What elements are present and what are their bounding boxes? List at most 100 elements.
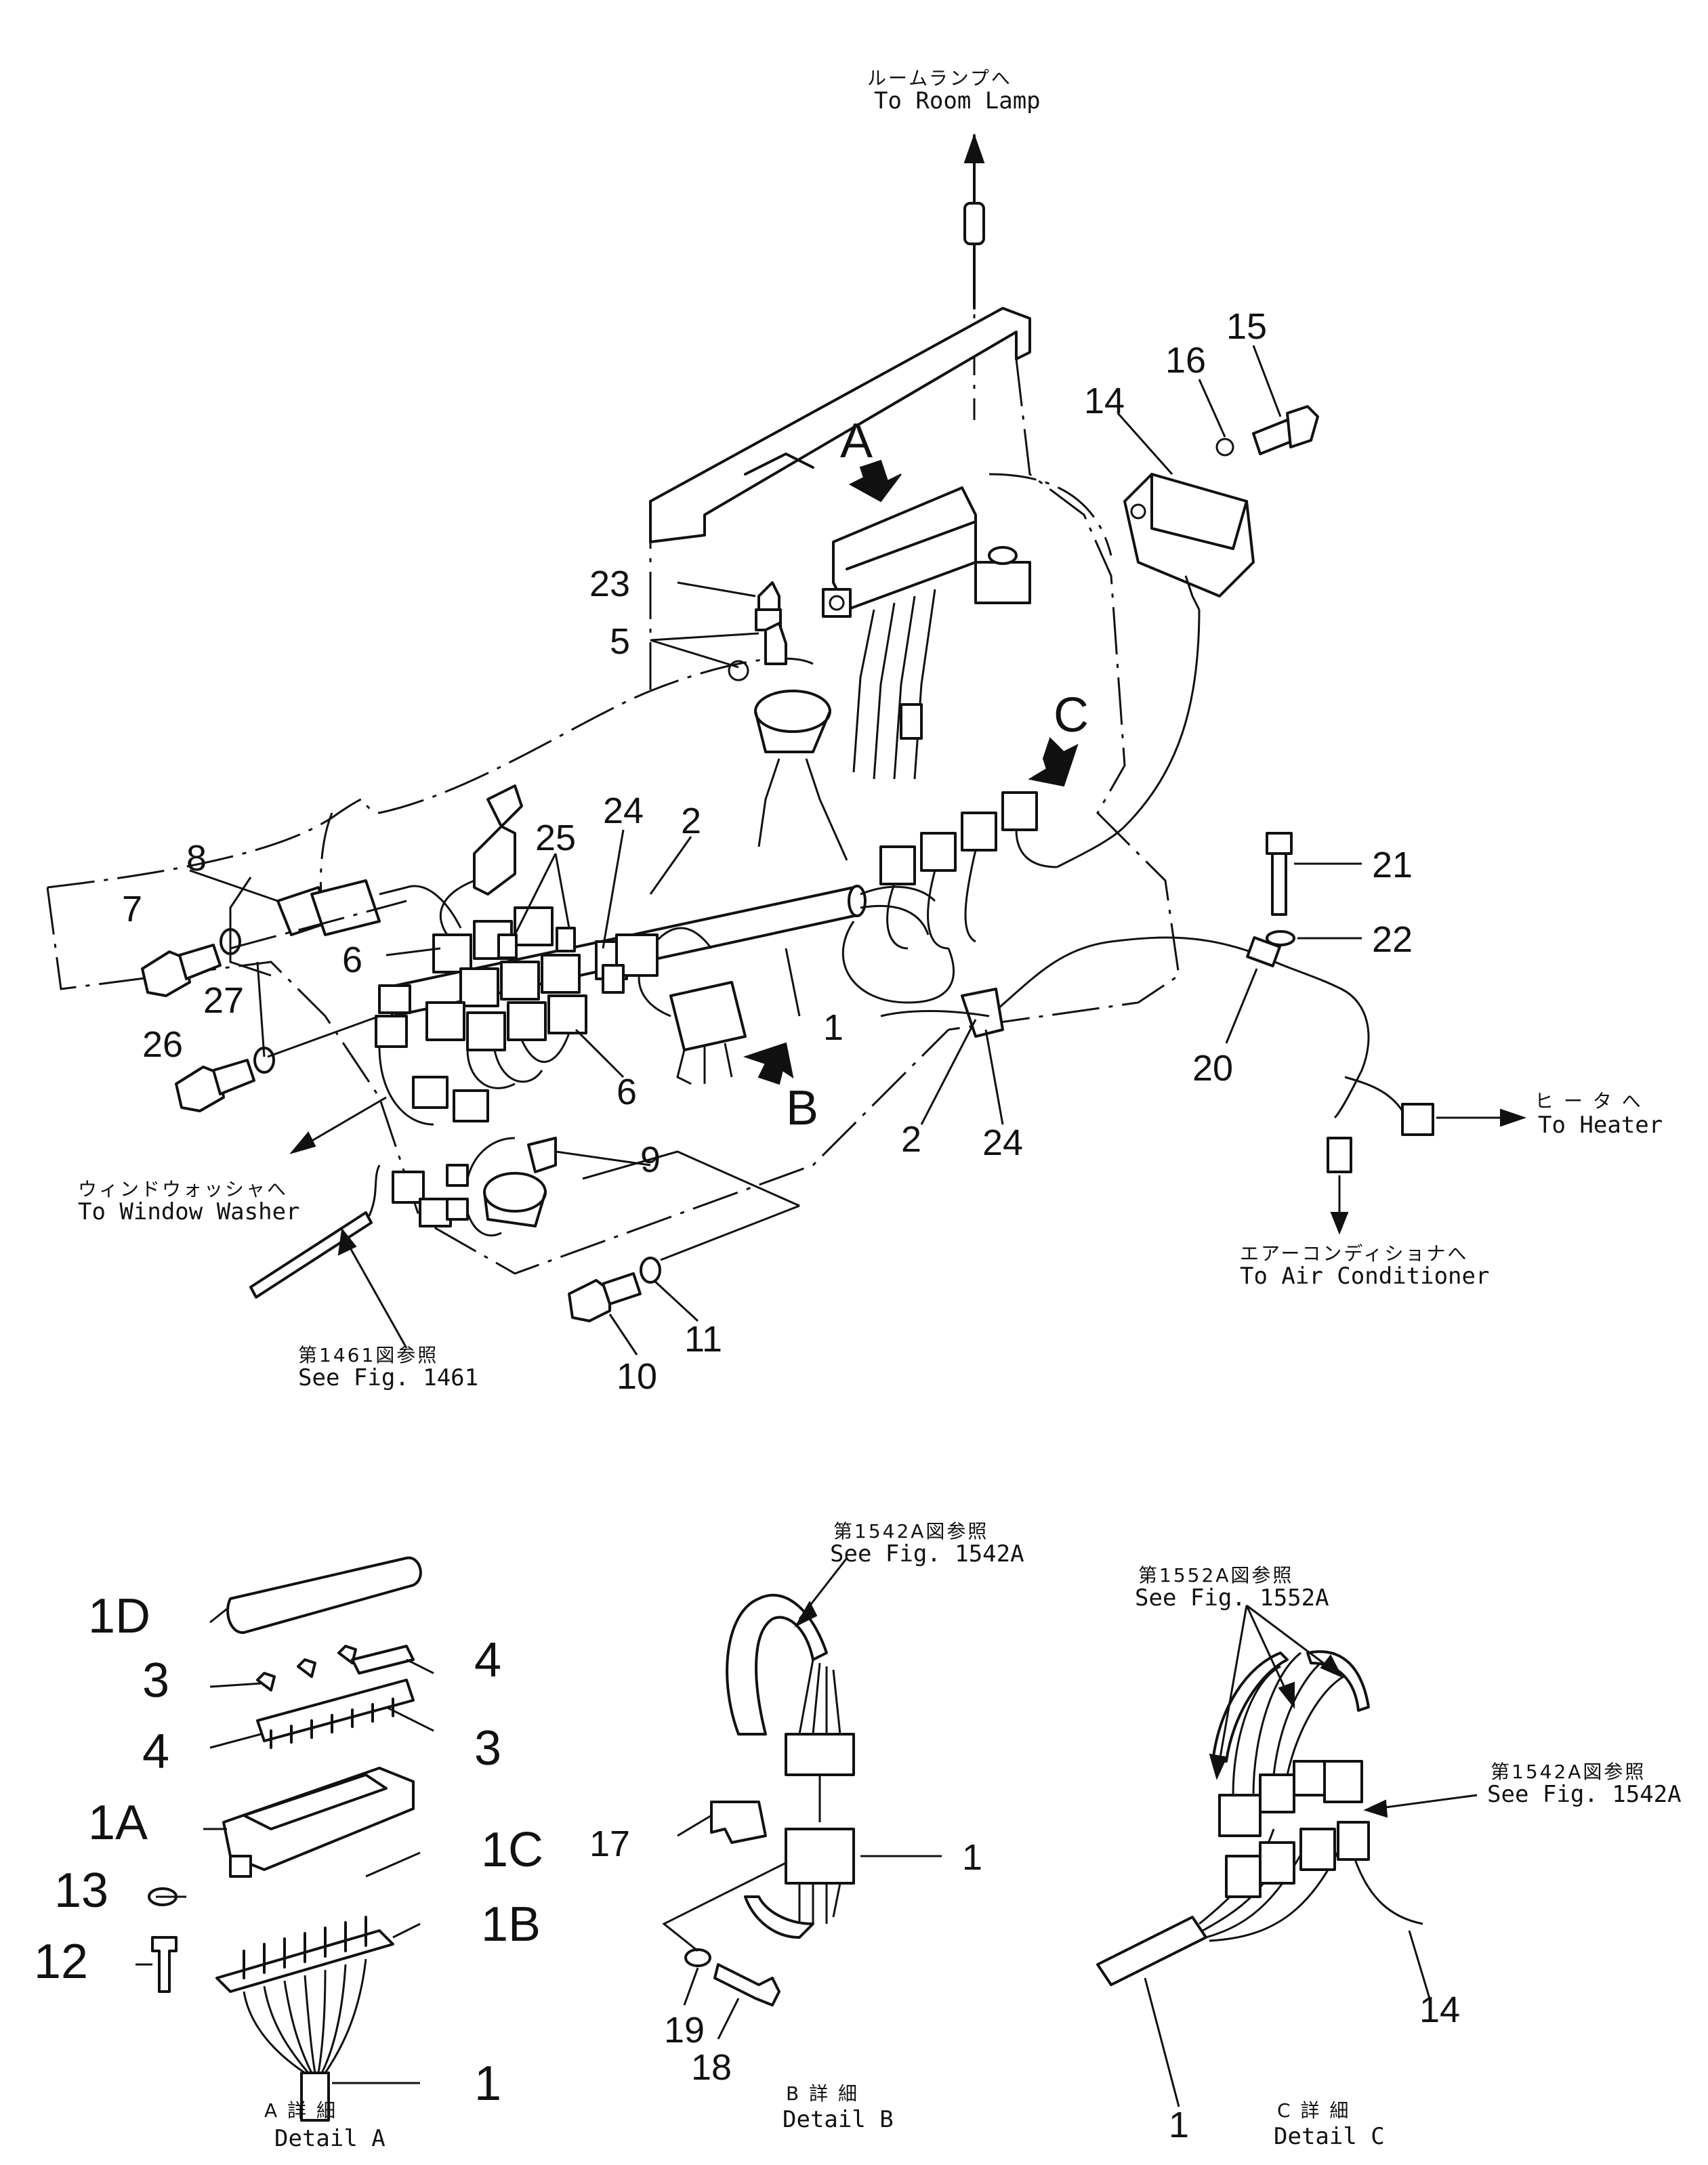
c-connector-group xyxy=(841,791,1058,1004)
fuse-box-bracket xyxy=(822,588,852,618)
room-lamp-connector xyxy=(963,202,985,245)
key-switch xyxy=(473,825,516,896)
buzzer-connector-a xyxy=(446,1164,469,1187)
detail-b-harness-lower xyxy=(744,1895,814,1939)
detail-c-harness-1 xyxy=(1096,1916,1207,1986)
air-con-jp-label: エアーコンディショナへ xyxy=(1240,1242,1468,1265)
callout-6a: 6 xyxy=(342,940,362,980)
callout-12: 12 xyxy=(34,1935,88,1989)
leader-2a xyxy=(649,836,692,895)
connector-left-wire xyxy=(379,885,462,929)
relay-14 xyxy=(1123,473,1255,597)
leader-4a xyxy=(406,1658,434,1675)
relay-11 xyxy=(375,1015,408,1048)
fuse-box-wires xyxy=(852,589,936,780)
washer-11 xyxy=(640,1257,661,1284)
callout-2a: 2 xyxy=(681,801,701,841)
callout-9: 9 xyxy=(640,1139,661,1180)
fig1552a-arrow-3 xyxy=(1246,1604,1329,1668)
fuse-box-base-top xyxy=(243,1773,388,1830)
leader-3a xyxy=(209,1682,262,1688)
leader-1c xyxy=(365,1851,421,1878)
detail-b-wires-upper xyxy=(798,1659,841,1735)
leader-25b xyxy=(554,853,570,929)
detail-c-en-label: Detail C xyxy=(1274,2123,1385,2150)
fuse-box-relay xyxy=(974,561,1031,604)
detail-c-jp-label: C 詳 細 xyxy=(1277,2099,1350,2122)
relay-14-wire xyxy=(1056,575,1201,868)
room-lamp-jp-label: ルームランプへ xyxy=(867,67,1012,89)
leader-27 xyxy=(256,961,266,1057)
fig1552a-arrowhead-3 xyxy=(1320,1654,1344,1679)
callout-15: 15 xyxy=(1226,306,1267,347)
view-a-arrow xyxy=(848,459,902,503)
leader-10 xyxy=(608,1313,638,1355)
relay-14-bolt-hole xyxy=(1130,503,1146,520)
c-connector-wires xyxy=(886,829,1058,950)
c-loop-wire xyxy=(841,921,955,1004)
room-lamp-arrowhead xyxy=(963,133,985,163)
relay-18 xyxy=(419,1198,452,1227)
detail-a-jp-label: A 詳 細 xyxy=(264,2099,337,2122)
switch-23 xyxy=(757,581,780,611)
relay-15 xyxy=(412,1076,449,1109)
callout-7: 7 xyxy=(122,889,142,929)
relay-side-wire xyxy=(378,1046,434,1126)
relay-5 xyxy=(500,961,540,1001)
view-marker-a: A xyxy=(840,414,873,468)
heater-branch-wire xyxy=(1344,1076,1404,1112)
relay-cluster xyxy=(375,906,659,1227)
terminal-pins-1c xyxy=(243,1916,367,1979)
callout-16: 16 xyxy=(1165,340,1206,381)
callout-11: 11 xyxy=(684,1319,722,1360)
fuse-box-cover-1d xyxy=(226,1556,422,1634)
callout-24b: 24 xyxy=(982,1122,1023,1163)
buzzer-connector-b xyxy=(446,1198,469,1221)
callout-14-detail-c: 14 xyxy=(1419,1990,1460,2030)
relay-12 xyxy=(378,984,411,1014)
callout-22: 22 xyxy=(1372,919,1413,960)
callout-4-lower: 4 xyxy=(142,1725,169,1779)
fig1461-harness-end xyxy=(368,1164,381,1217)
fig1461-jp-label: 第1461図参照 xyxy=(298,1344,438,1366)
window-washer-arrow-line xyxy=(304,1096,387,1146)
main-assembly-view xyxy=(46,133,1527,1355)
c-connector-4 xyxy=(1001,791,1038,831)
console-top-cover xyxy=(649,307,1031,543)
callout-1-detail-c: 1 xyxy=(1169,2105,1189,2145)
bolt-7-centerline xyxy=(230,900,407,950)
fig1542a-c-arrow-line xyxy=(1375,1794,1478,1810)
gauge-buzzer xyxy=(483,1172,547,1213)
detail-c-harness-loop-1 xyxy=(1211,1652,1289,1763)
callout-19: 19 xyxy=(664,2010,705,2051)
fig1542a-c-arrowhead xyxy=(1363,1799,1388,1818)
detail-a-harness-1 xyxy=(300,2072,330,2122)
console-inner-outline xyxy=(988,473,1112,556)
air-con-en-label: To Air Conditioner xyxy=(1240,1263,1489,1290)
harness-end xyxy=(848,885,867,917)
leader-5b xyxy=(650,639,739,669)
fig1552a-en-label: See Fig. 1552A xyxy=(1135,1584,1329,1612)
callout-24a: 24 xyxy=(603,791,644,831)
c-detail-upper-connector-4 xyxy=(1323,1760,1363,1803)
bracket-25b xyxy=(556,927,576,952)
fig1542a-c-jp-label: 第1542A図参照 xyxy=(1491,1761,1646,1783)
detail-b-connector-lower-1 xyxy=(785,1828,855,1885)
callout-1b: 1B xyxy=(481,1897,541,1952)
fuse-row-lower xyxy=(256,1679,415,1742)
bolt-21-shank xyxy=(1271,852,1287,916)
callout-27: 27 xyxy=(203,980,244,1021)
bolt-18 xyxy=(713,1963,780,2006)
detail-b-jp-label: B 詳 細 xyxy=(786,2082,859,2105)
callout-1a: 1A xyxy=(88,1796,148,1850)
fig1542a-b-arrowhead xyxy=(794,1600,818,1628)
callout-14: 14 xyxy=(1084,381,1125,421)
callout-1-detail-b: 1 xyxy=(962,1837,982,1878)
detail-a-view xyxy=(136,1556,434,2122)
bolt-10-head xyxy=(568,1279,611,1322)
detail-b-callout-numbers: 17 1 19 18 xyxy=(589,1824,982,2088)
fig1552a-jp-label: 第1552A図参照 xyxy=(1138,1564,1293,1586)
callout-21: 21 xyxy=(1372,845,1413,885)
callout-18: 18 xyxy=(691,2047,732,2088)
